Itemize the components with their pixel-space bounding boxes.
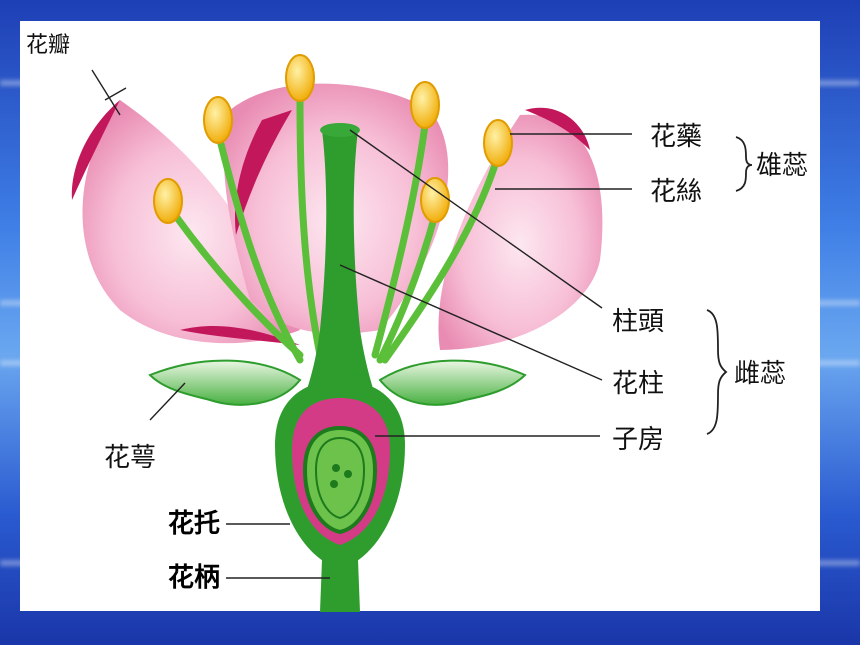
label-pistil: 雌蕊 bbox=[734, 359, 786, 389]
stigma-shape bbox=[320, 123, 360, 137]
ovule-outline bbox=[314, 436, 366, 520]
petal-left-lower-edge bbox=[180, 325, 300, 345]
petal-right-edge bbox=[525, 107, 590, 150]
label-stigma: 柱頭 bbox=[612, 307, 664, 337]
label-filament: 花絲 bbox=[650, 177, 702, 207]
label-ovary: 子房 bbox=[612, 425, 664, 455]
ovary-receptacle bbox=[275, 380, 405, 612]
ovule-dot bbox=[330, 480, 338, 488]
ovule-dot bbox=[332, 464, 340, 472]
label-stamen: 雄蕊 bbox=[756, 151, 808, 181]
leader-stigma bbox=[349, 129, 603, 309]
petal-center-edge bbox=[235, 110, 292, 235]
stamen-brace bbox=[735, 136, 753, 192]
style-shape bbox=[300, 126, 380, 410]
leader-style bbox=[339, 264, 603, 381]
petal-right bbox=[438, 114, 603, 351]
label-petal: 花瓣 bbox=[26, 33, 70, 58]
label-anther: 花藥 bbox=[650, 122, 702, 152]
filaments bbox=[171, 96, 499, 364]
anther-shape bbox=[153, 178, 183, 224]
leader-sepal bbox=[149, 382, 186, 421]
ovule-dot bbox=[344, 470, 352, 478]
sepal-right bbox=[378, 359, 527, 406]
anther-shape bbox=[285, 54, 315, 102]
anther-shape bbox=[483, 119, 513, 167]
leader-petal-tick bbox=[104, 87, 127, 101]
labels: 花瓣 花藥 花絲 雄蕊 柱頭 花柱 子房 雌蕊 花萼 花托 花柄 bbox=[26, 33, 808, 593]
leader-petal bbox=[91, 69, 121, 116]
braces bbox=[706, 136, 753, 435]
pedicel-shape bbox=[320, 560, 360, 612]
label-receptacle: 花托 bbox=[168, 509, 220, 539]
sepal-left bbox=[148, 359, 302, 406]
pistil-brace bbox=[706, 309, 728, 435]
anther-shape bbox=[410, 81, 440, 129]
ovule-chamber bbox=[302, 425, 378, 535]
label-sepal: 花萼 bbox=[104, 443, 156, 473]
leader-lines bbox=[91, 69, 632, 579]
sepals bbox=[148, 359, 527, 406]
pistil bbox=[300, 123, 380, 410]
anther-shape bbox=[203, 96, 233, 144]
label-style: 花柱 bbox=[612, 369, 664, 399]
anthers bbox=[153, 54, 513, 224]
anther-shape bbox=[420, 177, 450, 223]
label-pedicel: 花柄 bbox=[168, 563, 220, 593]
